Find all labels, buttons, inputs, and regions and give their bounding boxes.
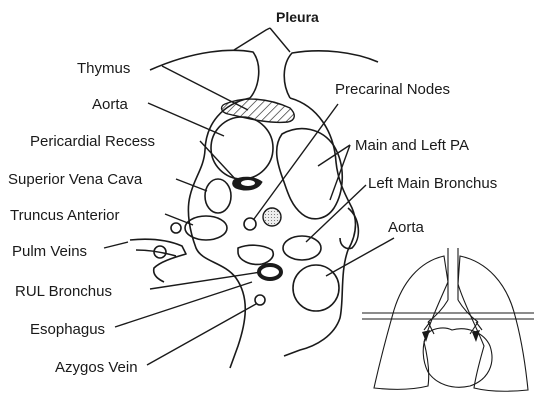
superior-vena-cava — [205, 179, 231, 213]
truncus-small-vessel — [171, 223, 181, 233]
label-esophagus: Esophagus — [30, 321, 105, 338]
leader-aorta-descending — [326, 238, 394, 276]
inset-right-lung — [374, 256, 448, 389]
label-pericardial-recess: Pericardial Recess — [30, 133, 155, 150]
inset-trachea — [448, 248, 458, 300]
inset-chest-sketch — [362, 248, 534, 391]
leader-pulm-veins — [104, 242, 128, 248]
inset-heart — [423, 328, 492, 387]
label-truncus-anterior: Truncus Anterior — [10, 207, 120, 224]
rul-bronchus — [259, 265, 281, 279]
azygos-vein — [255, 295, 265, 305]
label-azygos-vein: Azygos Vein — [55, 359, 138, 376]
leader-rul-bronchus — [150, 272, 261, 289]
leader-left-main-bronchus — [306, 185, 366, 242]
leader-thymus — [162, 66, 248, 110]
precarinal-node — [244, 218, 256, 230]
label-main-left-pa: Main and Left PA — [355, 137, 469, 154]
lymph-node — [263, 208, 281, 226]
left-main-bronchus — [283, 236, 321, 260]
label-aorta-ascending: Aorta — [92, 96, 129, 113]
truncus-anterior — [185, 216, 227, 240]
label-left-main-bronchus: Left Main Bronchus — [368, 175, 497, 192]
label-pulm-veins: Pulm Veins — [12, 243, 87, 260]
pleura-pointer-right — [270, 28, 290, 52]
label-precarinal-nodes: Precarinal Nodes — [335, 81, 450, 98]
leader-esophagus — [115, 282, 252, 327]
label-superior-vena-cava: Superior Vena Cava — [8, 171, 143, 188]
label-pleura: Pleura — [276, 9, 319, 25]
pleura-pointer-left — [234, 28, 270, 50]
inset-left-lung — [458, 256, 528, 391]
leader-azygos-vein — [147, 304, 256, 365]
pericardial-recess-lumen — [241, 180, 255, 186]
central-vessel — [238, 245, 273, 264]
ascending-aorta — [211, 117, 273, 179]
label-aorta-descending: Aorta — [388, 219, 425, 236]
leader-aorta-ascending — [148, 103, 224, 136]
label-thymus: Thymus — [77, 60, 130, 77]
label-rul-bronchus: RUL Bronchus — [15, 283, 112, 300]
leader-pericardial-recess — [200, 141, 238, 182]
